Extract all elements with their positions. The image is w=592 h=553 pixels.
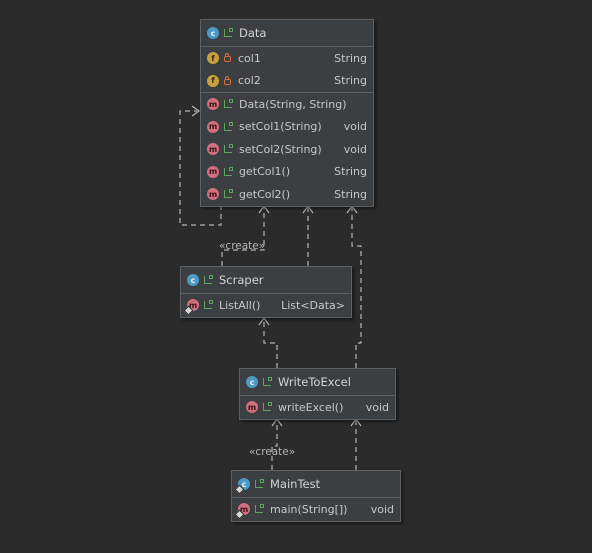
edge-maintest-writetoexcel-create — [271, 419, 278, 470]
field-type: String — [334, 74, 367, 88]
field-type: String — [334, 51, 367, 65]
class-header[interactable]: c Data — [201, 20, 373, 47]
method-icon: m — [207, 98, 219, 111]
field-icon: f — [207, 52, 219, 65]
field-icon: f — [207, 74, 219, 87]
run-marker-icon — [234, 484, 245, 495]
stereotype-create-label: «create» — [219, 240, 266, 252]
class-name: MainTest — [270, 477, 321, 491]
class-icon: c — [234, 478, 250, 495]
edge-data-self — [179, 110, 222, 226]
method-name: ListAll() — [219, 298, 261, 312]
public-visibility-icon — [255, 479, 264, 488]
field-row[interactable]: f col1 String — [201, 47, 373, 70]
method-icon: m — [234, 503, 250, 520]
field-row[interactable]: f col2 String — [201, 70, 373, 93]
public-visibility-icon — [224, 189, 233, 199]
method-name: main(String[]) — [270, 502, 348, 516]
public-visibility-icon — [255, 504, 264, 514]
method-row[interactable]: m main(String[]) void — [232, 498, 400, 521]
class-header[interactable]: c MainTest — [232, 471, 400, 498]
method-row[interactable]: m setCol1(String) void — [201, 116, 373, 139]
public-visibility-icon — [204, 300, 213, 310]
method-type: void — [370, 502, 394, 516]
method-row[interactable]: m ListAll() List<Data> — [181, 294, 351, 317]
class-icon: c — [187, 274, 199, 286]
method-name: getCol1() — [239, 165, 291, 179]
class-header[interactable]: c WriteToExcel — [240, 369, 395, 396]
method-icon: m — [207, 143, 219, 156]
edge-writetoexcel-scraper — [263, 318, 278, 368]
public-visibility-icon — [224, 99, 233, 109]
run-marker-icon — [234, 509, 245, 520]
method-type: String — [334, 165, 367, 179]
field-name: col2 — [238, 74, 261, 88]
method-type: String — [334, 187, 367, 201]
method-row[interactable]: m writeExcel() void — [240, 396, 395, 419]
method-row[interactable]: m getCol2() String — [201, 183, 373, 206]
class-icon: c — [207, 27, 219, 39]
method-type: List<Data> — [281, 298, 345, 312]
method-row[interactable]: m getCol1() String — [201, 161, 373, 184]
public-visibility-icon — [263, 402, 272, 412]
public-visibility-icon — [224, 166, 233, 176]
class-name: WriteToExcel — [278, 375, 351, 389]
method-icon: m — [246, 401, 258, 414]
public-visibility-icon — [204, 275, 213, 284]
method-icon: m — [207, 165, 219, 178]
method-icon: m — [183, 299, 199, 316]
method-icon: m — [207, 120, 219, 133]
method-name: setCol2(String) — [239, 142, 322, 156]
edge-scraper-data-create — [221, 206, 265, 266]
method-type: void — [343, 142, 367, 156]
class-box-writetoexcel[interactable]: c WriteToExcel m writeExcel() void — [239, 368, 396, 420]
method-type: void — [365, 400, 389, 414]
class-box-scraper[interactable]: c Scraper m ListAll() List<Data> — [180, 266, 352, 318]
method-name: writeExcel() — [278, 400, 344, 414]
class-header[interactable]: c Scraper — [181, 267, 351, 294]
class-box-data[interactable]: c Data f col1 String f col2 String m Dat… — [200, 19, 374, 207]
method-name: Data(String, String) — [239, 97, 347, 111]
method-type: void — [343, 120, 367, 134]
class-box-maintest[interactable]: c MainTest m main(String[]) void — [231, 470, 401, 522]
class-name: Data — [239, 26, 267, 40]
method-name: setCol1(String) — [239, 120, 322, 134]
private-visibility-icon — [224, 53, 231, 63]
method-icon: m — [207, 188, 219, 201]
field-name: col1 — [238, 51, 261, 65]
class-name: Scraper — [219, 273, 264, 287]
method-name: getCol2() — [239, 187, 291, 201]
public-visibility-icon — [224, 28, 233, 37]
stereotype-create-label-2: «create» — [249, 446, 296, 458]
edge-writetoexcel-data — [351, 206, 362, 368]
private-visibility-icon — [224, 75, 231, 85]
method-row[interactable]: m setCol2(String) void — [201, 138, 373, 161]
class-icon: c — [246, 376, 258, 388]
run-marker-icon — [183, 305, 194, 316]
public-visibility-icon — [224, 144, 233, 154]
public-visibility-icon — [224, 121, 233, 131]
edge-data-self-arrow — [191, 105, 201, 117]
method-row[interactable]: m Data(String, String) — [201, 92, 373, 116]
edge-writetoexcel-scraper-arrow — [258, 316, 270, 326]
public-visibility-icon — [263, 377, 272, 386]
